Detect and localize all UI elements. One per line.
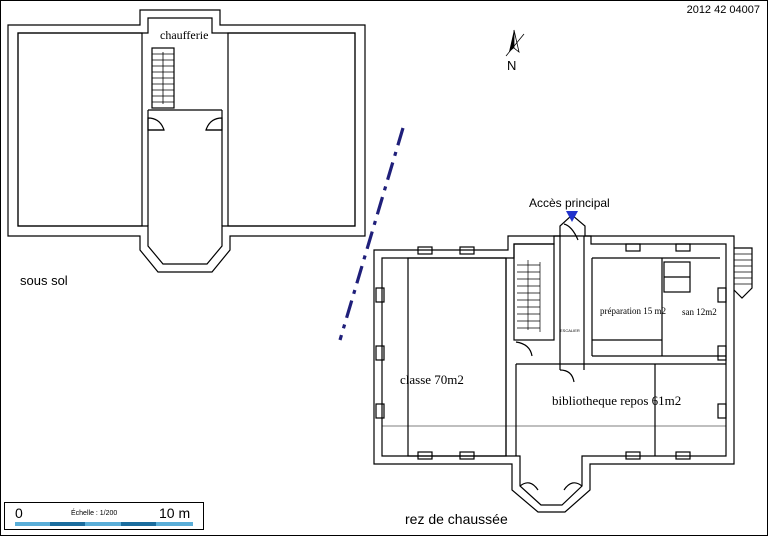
label-main-access: Accès principal — [529, 196, 610, 210]
ground-floor-plan — [373, 214, 753, 513]
label-classroom: classe 70m2 — [400, 372, 464, 387]
north-letter: N — [507, 58, 517, 73]
north-compass-icon — [505, 29, 525, 57]
basement-plan — [7, 9, 366, 273]
scale-ten: 10 m — [159, 505, 191, 521]
scale-bar — [15, 522, 193, 526]
scale-zero: 0 — [15, 505, 23, 521]
label-basement-title: sous sol — [20, 273, 68, 288]
label-stair-note: ESCALIER — [560, 328, 580, 333]
label-ground-floor-title: rez de chaussée — [405, 511, 508, 527]
scale-caption: Échelle : 1/200 — [71, 510, 118, 517]
scale-segment — [121, 522, 156, 526]
main-access-arrow — [566, 211, 578, 222]
label-preparation: préparation 15 m2 — [600, 306, 666, 316]
reference-code: 2012 42 04007 — [686, 4, 760, 16]
label-boiler-room: chaufferie — [160, 28, 209, 42]
label-library: bibliotheque repos 61m2 — [552, 393, 682, 408]
scale-segment — [50, 522, 85, 526]
scale-box: 0 Échelle : 1/200 10 m — [4, 502, 204, 530]
label-sanitary: san 12m2 — [682, 307, 717, 317]
section-axis — [338, 127, 405, 341]
